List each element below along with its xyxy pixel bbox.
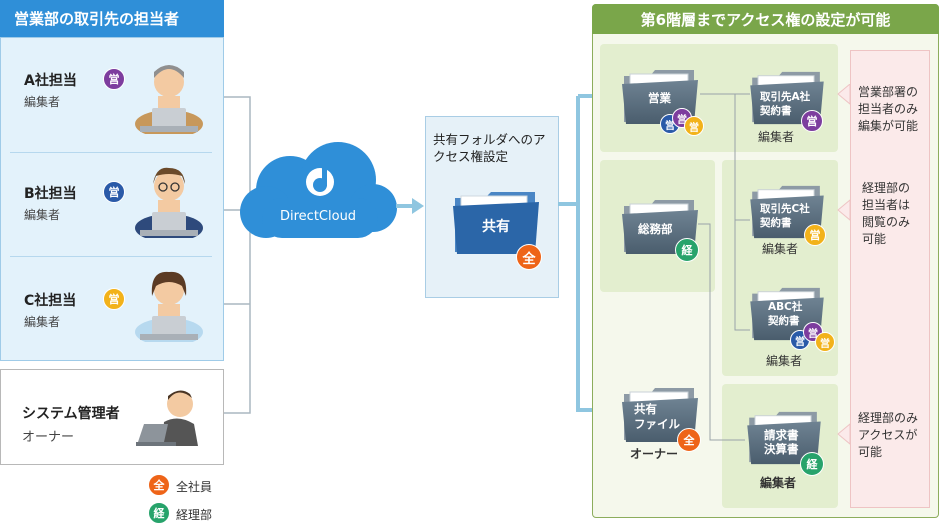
legend-all-badge: 全 (148, 474, 170, 496)
owner-caption: オーナー (630, 447, 679, 461)
legend-all-label: 全社員 (176, 480, 213, 494)
accounting-badge: 経 (800, 452, 824, 476)
share-title: 共有フォルダへのアクセス権設定 (433, 132, 546, 164)
contract-a-line2: 契約書 (760, 105, 792, 117)
editor-caption: 編集者 (758, 130, 795, 144)
cloud-icon (240, 142, 397, 238)
shared-file-label-2: ファイル (634, 417, 680, 431)
general-folder-label: 総務部 (638, 222, 673, 236)
editor-caption: 編集者 (766, 354, 803, 368)
all-staff-badge: 全 (677, 428, 701, 452)
admin-role: オーナー (22, 430, 75, 445)
sales-folder-label: 営業 (648, 91, 671, 105)
rep-b-name: B社担当 (24, 186, 77, 202)
note-2-line4: 可能 (862, 232, 887, 246)
tree-lines (698, 93, 750, 441)
sales-badge: 営 (804, 224, 826, 246)
arrow-right-icon (396, 198, 424, 214)
left-panel-title: 営業部の取引先の担当者 (0, 0, 224, 37)
divider (10, 152, 212, 153)
sales-badge: 営 (801, 110, 823, 132)
rep-a-name: A社担当 (24, 73, 77, 89)
editor-caption: 編集者 (760, 476, 797, 490)
legend-accounting-label: 経理部 (176, 508, 213, 522)
note-2-line2: 担当者は (862, 198, 911, 212)
note-3-line1: 経理部のみ (858, 411, 919, 425)
admin-panel (0, 369, 224, 465)
note-1-line1: 営業部署の (858, 85, 919, 99)
sales-badge: 営 (103, 181, 125, 203)
note-1-line2: 担当者のみ (858, 102, 919, 116)
rep-a-role: 編集者 (24, 95, 61, 109)
note-3-line2: アクセスが (858, 428, 918, 442)
shared-file-label-1: 共有 (634, 402, 657, 416)
contract-c-line1: 取引先C社 (760, 203, 810, 215)
divider (10, 256, 212, 257)
rep-c-role: 編集者 (24, 315, 61, 329)
note-2-line1: 経理部の (862, 181, 911, 195)
sales-badge: 営 (103, 288, 125, 310)
note-2-line3: 閲覧のみ (862, 215, 911, 229)
contract-abc-line1: ABC社 (768, 301, 803, 313)
contract-abc-line2: 契約書 (768, 315, 800, 327)
note-pointers (837, 84, 851, 446)
all-staff-badge: 全 (516, 244, 542, 270)
sales-badge: 営 (684, 116, 704, 136)
contract-a-line1: 取引先A社 (760, 91, 811, 103)
invoice-line1: 請求書 (764, 428, 799, 442)
admin-person-icon (136, 390, 198, 446)
contract-c-line2: 契約書 (760, 217, 792, 229)
note-3-line3: 可能 (858, 445, 883, 459)
sales-badge: 営 (815, 332, 835, 352)
invoice-line2: 決算書 (764, 442, 799, 456)
sales-badge: 営 (103, 68, 125, 90)
legend-accounting-badge: 経 (148, 502, 170, 524)
access-panel-title: 第6階層までアクセス権の設定が可能 (592, 4, 939, 34)
note-1-line3: 編集が可能 (858, 119, 919, 133)
shared-folder-label: 共有 (482, 219, 510, 235)
notes-column (850, 50, 930, 508)
cloud-label: DirectCloud (280, 209, 357, 224)
person-c-icon (135, 271, 203, 342)
shared-folder-icon[interactable] (451, 190, 541, 256)
rep-c-name: C社担当 (24, 293, 77, 309)
admin-name: システム管理者 (22, 406, 120, 422)
rep-b-role: 編集者 (24, 208, 61, 222)
editor-caption: 編集者 (762, 242, 799, 256)
person-b-icon (135, 167, 203, 238)
person-a-icon (135, 65, 203, 134)
accounting-badge: 経 (675, 238, 699, 262)
